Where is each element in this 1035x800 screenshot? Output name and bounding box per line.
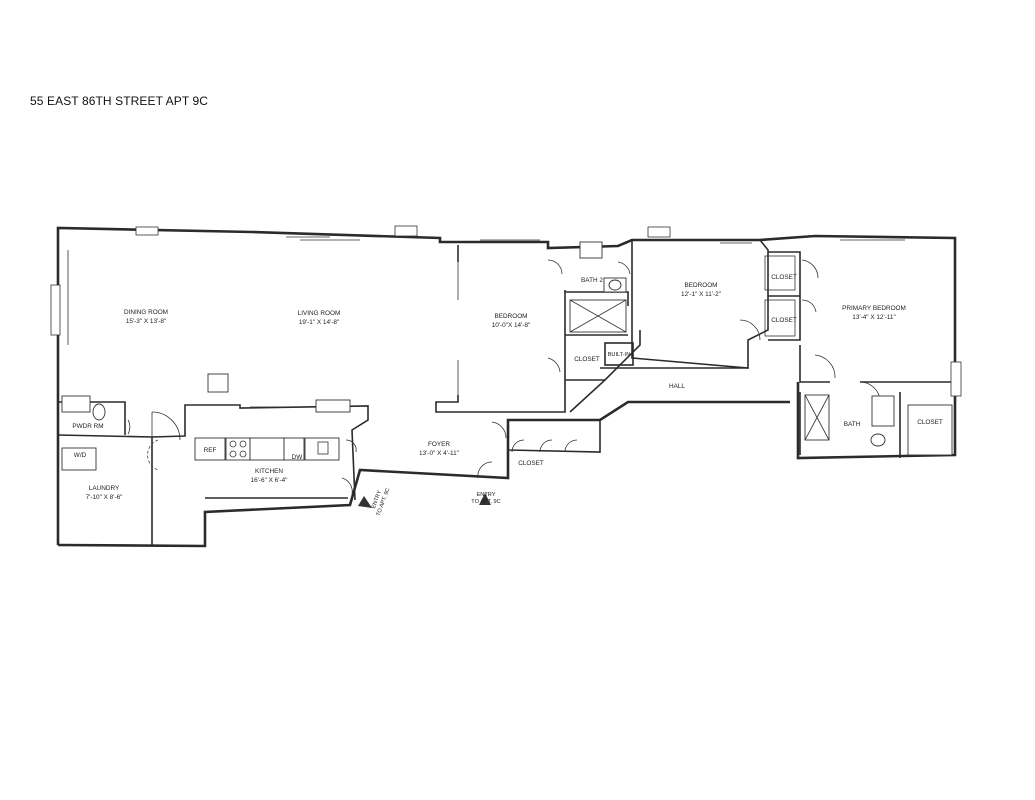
exterior-walls: [56, 226, 957, 548]
fixtures: [61, 241, 953, 471]
dining-room-dims: 15'-3" X 13'-8": [126, 318, 166, 325]
bedroom-1-label: BEDROOM: [494, 313, 527, 320]
ref-label: REF: [204, 447, 217, 454]
laundry-label: LAUNDRY: [89, 485, 120, 492]
closet-b-label: CLOSET: [771, 317, 797, 324]
primary-bedroom-label: PRIMARY BEDROOM: [842, 305, 906, 312]
dining-room-label: DINING ROOM: [124, 309, 168, 316]
service-entry-arrow: [358, 496, 372, 508]
closet-bath2-label: CLOSET: [574, 356, 600, 363]
built-in-label: BUILT-IN: [608, 352, 631, 358]
main-entry-arrow: [479, 493, 491, 505]
living-room-dims: 19'-1" X 14'-8": [299, 319, 339, 326]
laundry-dims: 7'-10" X 8'-6": [86, 494, 123, 501]
foyer-label: FOYER: [428, 441, 450, 448]
main-entry-sublabel: TO APT. 9C: [471, 499, 500, 505]
closet-a-label: CLOSET: [771, 274, 797, 281]
bath-label: BATH: [844, 421, 861, 428]
bedroom-2-label: BEDROOM: [684, 282, 717, 289]
bath-2-label: BATH 2: [581, 277, 603, 284]
kitchen-label: KITCHEN: [255, 468, 283, 475]
primary-bedroom-dims: 13'-4" X 12'-11": [852, 314, 895, 321]
wd-label: W/D: [74, 452, 87, 459]
plan-title: 55 EAST 86TH STREET APT 9C: [30, 94, 209, 108]
kitchen-dims: 16'-6" X 6'-4": [251, 477, 288, 484]
room-labels: DINING ROOM 15'-3" X 13'-8" LIVING ROOM …: [72, 274, 943, 517]
windows: [50, 225, 962, 408]
bedroom-1-dims: 10'-0"X 14'-8": [492, 322, 531, 329]
pwdr-rm-label: PWDR RM: [72, 423, 103, 430]
hall-label: HALL: [669, 383, 685, 390]
foyer-dims: 13'-0" X 4'-11": [419, 450, 459, 457]
living-room-label: LIVING ROOM: [298, 310, 341, 317]
closet-foyer-label: CLOSET: [518, 460, 544, 467]
main-entry-label: ENTRY: [477, 492, 496, 498]
dw-label: DW: [292, 454, 304, 461]
closet-primary-label: CLOSET: [917, 419, 943, 426]
doors: [127, 259, 881, 495]
bedroom-2-dims: 12'-1" X 11'-2": [681, 291, 721, 298]
